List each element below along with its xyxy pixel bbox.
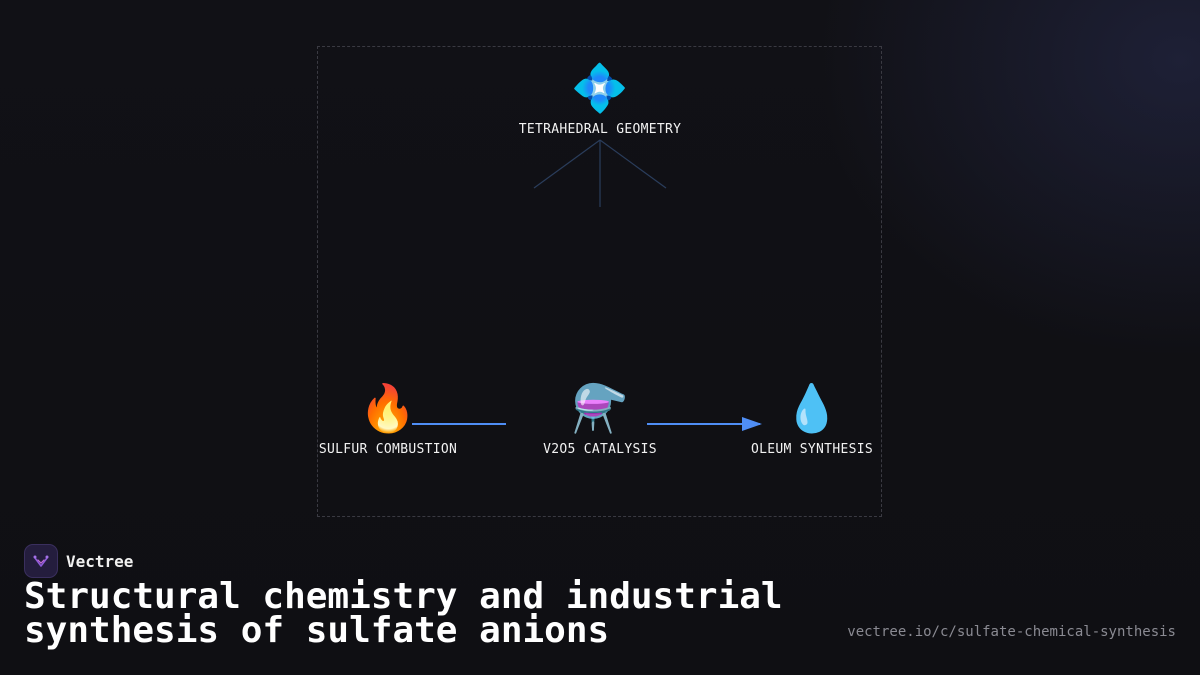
node-label: V2O5 CATALYSIS	[543, 442, 657, 457]
diagram-frame	[317, 46, 882, 517]
node-oleum-synthesis: 💧 OLEUM SYNTHESIS	[751, 380, 873, 457]
tetra-line-right	[599, 139, 667, 189]
node-label: TETRAHEDRAL GEOMETRY	[518, 122, 682, 137]
page-title: Structural chemistry and industrial synt…	[24, 576, 783, 651]
node-tetrahedral-geometry: 💠 TETRAHEDRAL GEOMETRY	[519, 60, 682, 137]
flask-icon: ⚗️	[571, 381, 629, 435]
node-sulfur-combustion: 🔥 SULFUR COMBUSTION	[319, 380, 457, 457]
page-url[interactable]: vectree.io/c/sulfate-chemical-synthesis	[847, 624, 1176, 640]
brand[interactable]: Vectree	[24, 544, 133, 578]
tetra-line-left	[533, 139, 601, 189]
droplet-icon: 💧	[783, 381, 841, 435]
diamond-shape-icon: 💠	[571, 61, 629, 115]
node-label: OLEUM SYNTHESIS	[751, 442, 873, 457]
brand-name: Vectree	[66, 551, 134, 571]
vectree-logo-icon	[24, 544, 58, 578]
fire-icon: 🔥	[359, 381, 417, 435]
node-v2o5-catalysis: ⚗️ V2O5 CATALYSIS	[543, 380, 657, 457]
node-label: SULFUR COMBUSTION	[318, 442, 458, 457]
